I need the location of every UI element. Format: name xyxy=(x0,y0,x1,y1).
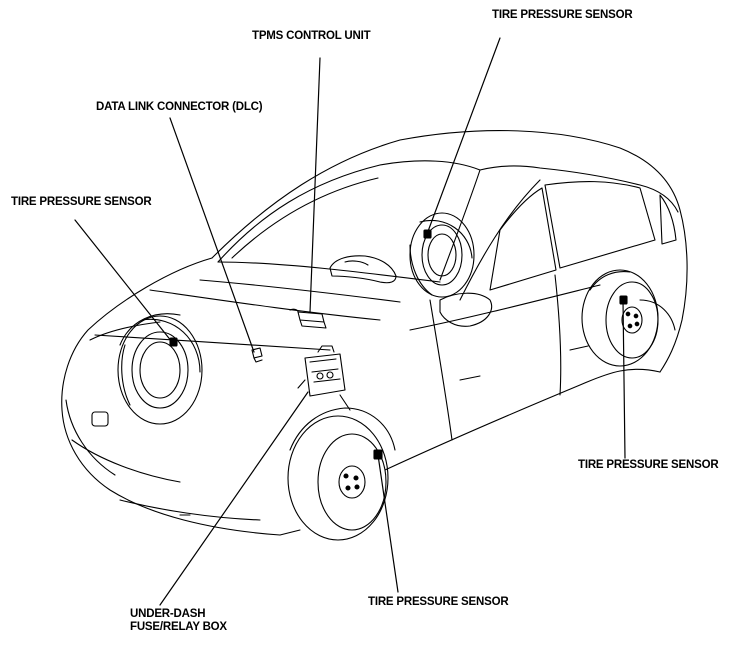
label-tire-pressure-sensor-rear-right: TIRE PRESSURE SENSOR xyxy=(578,459,719,471)
wheel-rear-right xyxy=(581,269,659,367)
tpms-control-unit-box xyxy=(289,308,327,329)
leader-lines xyxy=(74,37,626,606)
label-under-dash-line1: UNDER-DASH xyxy=(130,608,206,620)
car-body-outline xyxy=(61,130,688,536)
label-tire-pressure-sensor-top-right: TIRE PRESSURE SENSOR xyxy=(492,9,633,21)
dlc-connector xyxy=(251,347,263,363)
wheel-front-right xyxy=(287,407,396,541)
label-data-link-connector: DATA LINK CONNECTOR (DLC) xyxy=(96,101,263,113)
tire-front-left xyxy=(117,315,203,425)
tire-top-right xyxy=(409,212,475,298)
under-dash-fuse-box xyxy=(297,345,351,411)
instrument-cluster xyxy=(329,255,397,284)
label-tpms-control-unit: TPMS CONTROL UNIT xyxy=(252,30,371,42)
label-under-dash-line2: FUSE/RELAY BOX xyxy=(130,621,227,633)
label-tire-pressure-sensor-front-left: TIRE PRESSURE SENSOR xyxy=(11,196,152,208)
label-tire-pressure-sensor-front-right: TIRE PRESSURE SENSOR xyxy=(368,596,509,608)
